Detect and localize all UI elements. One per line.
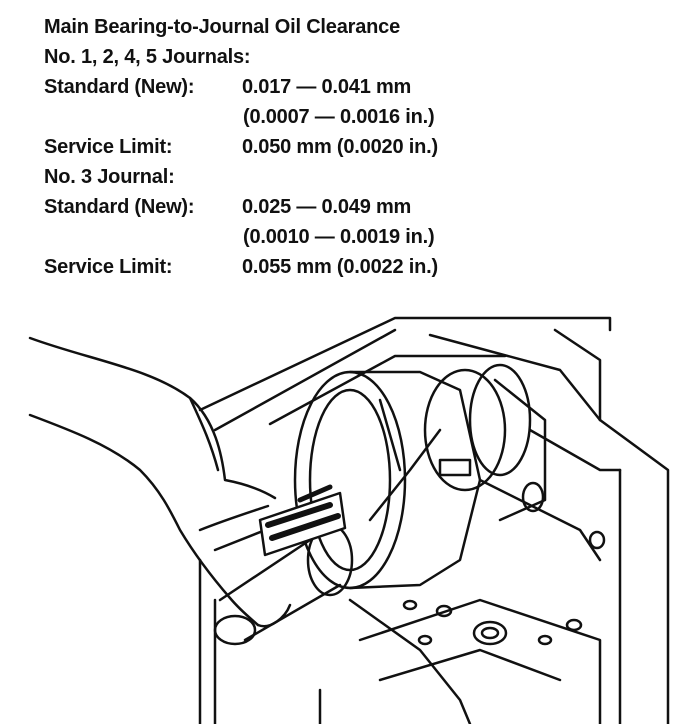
block-holes [402,481,606,646]
service-limit-value: 0.050 mm (0.0020 in.) [242,136,438,158]
crankshaft-measurement-illustration [28,316,670,724]
group-1-standard-row: Standard (New): 0.017 — 0.041 mm [44,72,411,102]
group-2-standard-inch-value: (0.0010 — 0.0019 in.) [243,226,435,248]
journal-group-2-heading: No. 3 Journal: [44,166,175,188]
standard-label: Standard (New): [44,196,195,218]
service-limit-label: Service Limit: [44,136,173,158]
crankshaft [288,363,547,590]
group-2-limit-row: Service Limit: 0.055 mm (0.0022 in.) [44,252,438,282]
service-limit-value: 0.055 mm (0.0022 in.) [242,256,438,278]
standard-mm-value: 0.025 — 0.049 mm [242,196,412,218]
standard-label: Standard (New): [44,76,195,98]
journal-group-1-heading: No. 1, 2, 4, 5 Journals: [44,46,251,68]
group-1-limit-row: Service Limit: 0.050 mm (0.0020 in.) [44,132,438,162]
spec-title: Main Bearing-to-Journal Oil Clearance [44,16,401,38]
plastigage-strip [258,484,347,557]
group-1-standard-inch-value: (0.0007 — 0.0016 in.) [243,106,435,128]
hand [28,336,292,628]
journal-and-pipe [213,523,472,724]
group-2-standard-row: Standard (New): 0.025 — 0.049 mm [44,192,411,222]
service-limit-label: Service Limit: [44,256,173,278]
standard-mm-value: 0.017 — 0.041 mm [242,76,412,98]
engine-block-outline [198,316,670,724]
